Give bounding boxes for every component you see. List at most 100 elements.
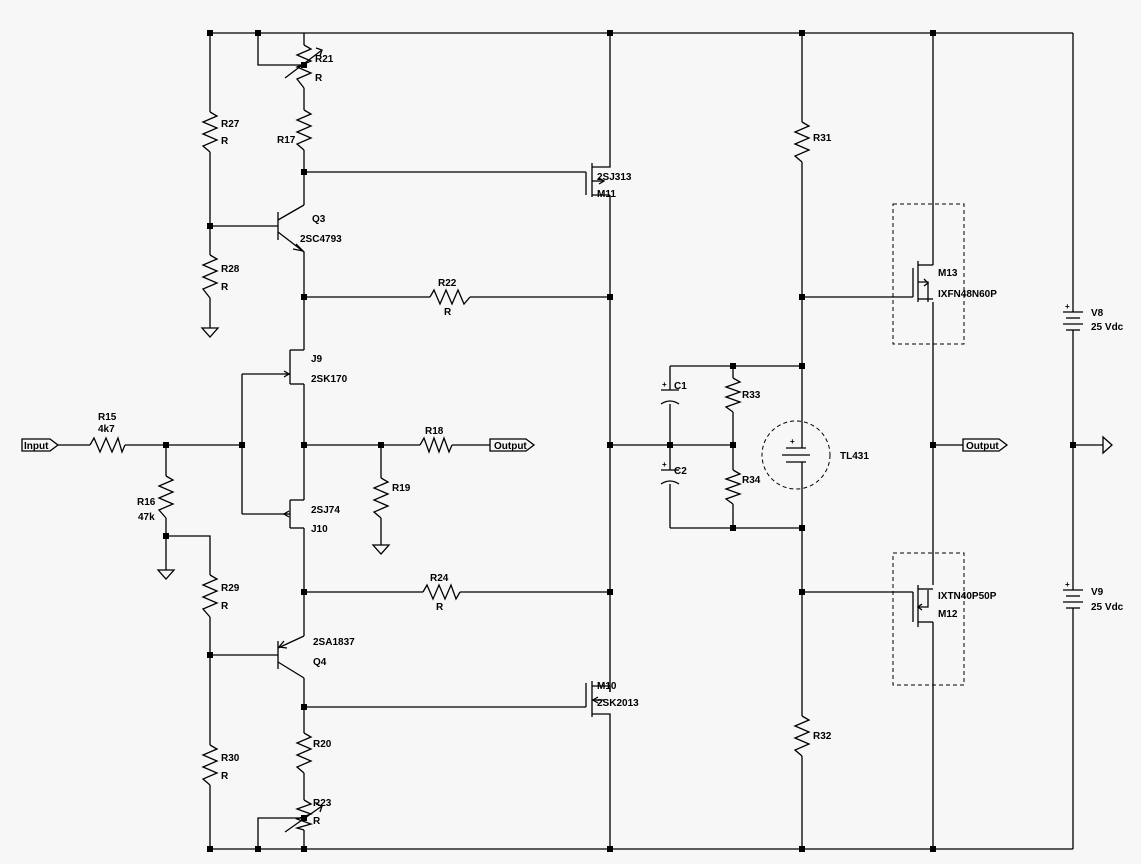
label-r17: R17 xyxy=(277,135,296,146)
svg-text:+: + xyxy=(662,380,667,389)
label-r16: R16 xyxy=(137,497,156,508)
resistor-r27 xyxy=(201,111,219,153)
jfet-j9 xyxy=(283,349,304,385)
voltage-source-v8: + xyxy=(1063,302,1083,331)
label-r18: R18 xyxy=(425,426,444,437)
resistor-r29 xyxy=(201,574,219,618)
resistor-r18 xyxy=(419,436,453,454)
resistor-r31 xyxy=(793,121,811,163)
label-r24: R24 xyxy=(430,573,449,584)
ground-symbol xyxy=(156,569,176,580)
resistor-r22 xyxy=(429,288,471,306)
label-r15: R15 xyxy=(98,412,117,423)
output-port: Output xyxy=(962,438,1009,452)
value-r30: R xyxy=(221,771,229,782)
potentiometer-r23 xyxy=(284,799,323,833)
transistor-q3 xyxy=(277,204,305,253)
label-v8: V8 xyxy=(1091,308,1104,319)
value-r27: R xyxy=(221,136,229,147)
svg-text:Output: Output xyxy=(494,441,527,452)
value-m13: IXFN48N60P xyxy=(938,289,997,300)
resistor-r17 xyxy=(295,109,313,151)
label-m11: M11 xyxy=(597,189,616,200)
value-r28: R xyxy=(221,282,229,293)
label-v9: V9 xyxy=(1091,587,1104,598)
label-r28: R28 xyxy=(221,264,240,275)
potentiometer-r21 xyxy=(284,44,323,89)
label-q3: Q3 xyxy=(312,214,326,225)
label-m10: M10 xyxy=(597,681,617,692)
junction-dots xyxy=(163,30,1076,852)
resistor-r33 xyxy=(724,377,742,413)
resistor-r32 xyxy=(793,715,811,757)
jfet-j10 xyxy=(282,499,304,529)
resistor-r19 xyxy=(372,477,390,519)
tl431-reference: + xyxy=(761,420,831,490)
resistor-r30 xyxy=(201,744,219,786)
value-q4: 2SA1837 xyxy=(313,637,355,648)
label-m12: M12 xyxy=(938,609,958,620)
ground-symbol xyxy=(371,544,391,555)
component-labels: R21 R R27 R R17 Q3 2SC4793 R28 R R22 R J… xyxy=(98,54,1124,827)
wires xyxy=(58,32,1103,850)
value-v9: 25 Vdc xyxy=(1091,602,1124,613)
value-r16: 47k xyxy=(138,512,155,523)
value-r15: 4k7 xyxy=(98,424,115,435)
resistor-r24 xyxy=(422,583,461,601)
value-r29: R xyxy=(221,601,229,612)
value-v8: 25 Vdc xyxy=(1091,322,1124,333)
label-r34: R34 xyxy=(742,475,761,486)
label-r23: R23 xyxy=(313,798,332,809)
capacitor-c2: + xyxy=(660,460,680,485)
label-r33: R33 xyxy=(742,390,761,401)
label-c2: C2 xyxy=(674,466,687,477)
ground-symbol xyxy=(1102,435,1113,455)
svg-text:Input: Input xyxy=(24,441,49,452)
value-r24: R xyxy=(436,602,444,613)
value-m10: 2SK2013 xyxy=(597,698,639,709)
svg-text:+: + xyxy=(662,460,667,469)
value-j10: 2SJ74 xyxy=(311,505,340,516)
label-r27: R27 xyxy=(221,119,240,130)
value-r22: R xyxy=(444,307,452,318)
ground-symbol xyxy=(200,327,220,338)
label-c1: C1 xyxy=(674,381,687,392)
label-r20: R20 xyxy=(313,739,332,750)
label-tl431: TL431 xyxy=(840,451,869,462)
label-r21: R21 xyxy=(315,54,334,65)
label-r19: R19 xyxy=(392,483,411,494)
resistor-r28 xyxy=(201,254,219,299)
value-r23: R xyxy=(313,816,321,827)
label-r31: R31 xyxy=(813,133,832,144)
resistor-r20 xyxy=(295,732,313,774)
svg-text:+: + xyxy=(1065,580,1070,589)
svg-text:+: + xyxy=(790,437,795,446)
input-port: Input xyxy=(21,438,60,452)
label-r32: R32 xyxy=(813,731,832,742)
transistor-q4 xyxy=(277,635,305,679)
voltage-source-v9: + xyxy=(1063,580,1083,609)
resistor-r15 xyxy=(89,436,126,454)
value-m11: 2SJ313 xyxy=(597,172,632,183)
label-q4: Q4 xyxy=(313,657,327,668)
value-q3: 2SC4793 xyxy=(300,234,342,245)
output-port: Output xyxy=(489,438,536,452)
value-j9: 2SK170 xyxy=(311,374,348,385)
resistor-r34 xyxy=(724,469,742,505)
label-r29: R29 xyxy=(221,583,240,594)
label-j9: J9 xyxy=(311,354,323,365)
mosfet-m12 xyxy=(892,552,965,686)
label-m13: M13 xyxy=(938,268,958,279)
value-r21: R xyxy=(315,73,323,84)
mosfet-m13 xyxy=(892,203,965,345)
label-j10: J10 xyxy=(311,524,328,535)
mosfet-m11 xyxy=(585,160,611,197)
mosfet-m10 xyxy=(585,681,611,725)
svg-text:+: + xyxy=(1065,302,1070,311)
label-r30: R30 xyxy=(221,753,240,764)
value-m12: IXTN40P50P xyxy=(938,591,997,602)
svg-text:Output: Output xyxy=(966,441,999,452)
capacitor-c1: + xyxy=(660,380,680,405)
label-r22: R22 xyxy=(438,278,457,289)
